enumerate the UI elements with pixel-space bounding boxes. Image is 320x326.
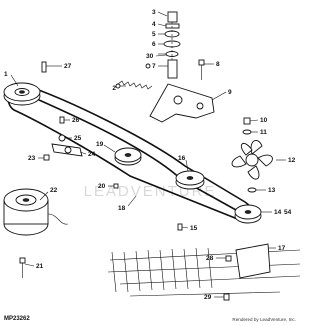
callout-25: 25 (74, 135, 82, 142)
mower-deck-section (107, 247, 300, 297)
bolt-27 (41, 61, 47, 73)
callout-27: 27 (64, 63, 72, 70)
pulley-16 (175, 170, 205, 190)
callout-54: 54 (284, 209, 292, 216)
pulley-54 (234, 204, 262, 224)
bolt-15 (177, 223, 183, 231)
callout-3: 3 (152, 9, 156, 16)
pin-26 (59, 116, 65, 124)
callout-1: 1 (4, 71, 8, 78)
callout-20: 20 (98, 183, 106, 190)
callout-21: 21 (36, 263, 44, 270)
bolt-21 (19, 257, 26, 278)
callout-14: 14 (274, 209, 282, 216)
callout-8: 8 (216, 61, 220, 68)
callout-26: 26 (72, 117, 80, 124)
idler-arm (51, 143, 83, 157)
belt-shield (235, 243, 271, 279)
callout-29: 29 (204, 294, 212, 301)
callout-2: 2 (112, 85, 116, 92)
callout-9: 9 (228, 89, 232, 96)
callout-17: 17 (278, 245, 286, 252)
callout-labels: 1 2 3 4 5 6 7 8 9 10 11 12 13 14 15 16 1… (4, 9, 296, 301)
leader-lines (10, 11, 286, 298)
callout-15: 15 (190, 225, 198, 232)
callout-10: 10 (260, 117, 268, 124)
callout-22: 22 (50, 187, 58, 194)
image-code: MP23262 (4, 316, 30, 322)
callout-6: 6 (152, 41, 156, 48)
callout-5: 5 (152, 31, 156, 38)
callout-30: 30 (146, 53, 154, 60)
washer-20 (113, 183, 119, 189)
bolt-28 (225, 255, 232, 262)
drive-pulley (3, 82, 41, 106)
credit-text: Rendered by LeadVenture, Inc. (232, 317, 296, 322)
callout-12: 12 (288, 157, 296, 164)
electric-clutch (3, 188, 69, 236)
callout-19: 19 (96, 141, 104, 148)
spindle-stack (163, 11, 181, 79)
callout-7: 7 (152, 63, 156, 70)
tension-spring (115, 63, 153, 90)
cooling-fan (231, 140, 273, 180)
idler-pulley-19 (114, 147, 142, 166)
callout-4: 4 (152, 21, 156, 28)
callout-16: 16 (178, 155, 186, 162)
callout-18: 18 (118, 205, 126, 212)
callout-28: 28 (206, 255, 214, 262)
nut-23 (43, 154, 50, 161)
bolt-29 (223, 293, 230, 301)
washer-13 (247, 187, 257, 193)
idler-bracket (149, 83, 215, 123)
washer-nut-10-11 (242, 117, 252, 135)
callout-11: 11 (260, 129, 267, 136)
callout-23: 23 (28, 155, 36, 162)
washer-25 (58, 134, 66, 142)
callout-24: 24 (88, 151, 96, 158)
bolt-8 (198, 59, 205, 80)
callout-13: 13 (268, 187, 276, 194)
parts-exploded-diagram: LEADVENTURE (3, 9, 300, 322)
